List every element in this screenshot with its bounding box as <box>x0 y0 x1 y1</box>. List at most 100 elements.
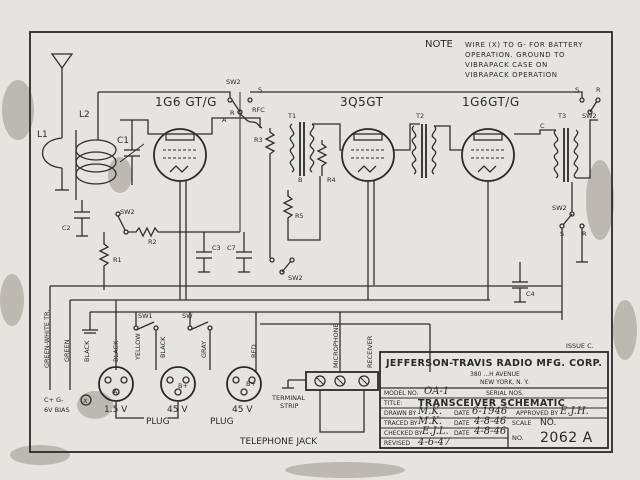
capacitor-c1 <box>119 120 145 185</box>
plug2-pin: B+ <box>178 382 188 390</box>
terminal-strip <box>305 371 379 391</box>
label-sw1-b: SW <box>182 312 193 320</box>
label-l2: L2 <box>79 110 90 120</box>
switch-sw2-center <box>269 257 295 275</box>
wire-color-label: GRAY <box>200 341 208 358</box>
label-r1: R1 <box>113 256 122 264</box>
jack-label-microphone: MICROPHONE <box>332 323 340 368</box>
tube-2 <box>341 128 395 182</box>
bias-terminals: C+ G- X 6V BIAS <box>44 394 92 414</box>
wire-color-label: BLACK <box>159 336 167 358</box>
coil-l1 <box>42 137 69 191</box>
plug3-voltage: 45 V <box>232 405 253 415</box>
traced-value: M.K. <box>417 416 442 427</box>
approved-label: APPROVED BY <box>516 410 558 417</box>
label-c7: C7 <box>227 244 236 252</box>
note-line: WIRE (X) TO G- FOR BATTERY <box>465 41 583 49</box>
label-t2: T2 <box>415 112 424 120</box>
title-block: ISSUE C. JEFFERSON-TRAVIS RADIO MFG. COR… <box>379 342 609 449</box>
terminal-strip-label-2: STRIP <box>280 402 299 410</box>
drawing-number-label: NO. <box>512 434 524 442</box>
label-r3: R3 <box>254 136 263 144</box>
note-line: OPERATION. GROUND TO <box>465 51 565 59</box>
scale-label: SCALE <box>512 420 531 427</box>
label-r-a: R <box>230 109 235 117</box>
terminal-strip-label: TERMINAL <box>271 394 305 402</box>
label-r-b: R <box>596 86 601 94</box>
label-s-a: S <box>258 86 262 94</box>
wire-color-label: GREEN-WHITE TR. <box>43 310 51 368</box>
label-c3: C3 <box>212 244 221 252</box>
plug-label: PLUG <box>146 417 170 427</box>
capacitor-c7 <box>236 232 252 273</box>
traced-date: 4-8-46 <box>473 416 507 427</box>
wire-color-label: YELLOW <box>134 333 142 361</box>
transformer-t2 <box>411 124 437 178</box>
resistor-r5 <box>282 190 294 232</box>
drawn-value: M.K. <box>417 406 442 417</box>
bias-x-mark: X <box>83 397 88 405</box>
plug-label-2: PLUG <box>210 417 234 427</box>
label-s-b: S <box>575 86 579 94</box>
tube-1 <box>153 128 207 182</box>
label-sw2-e: SW2 <box>288 274 303 282</box>
switch-sw2-right-mid <box>559 211 585 229</box>
resistor-r3 <box>264 128 276 160</box>
label-b: B <box>298 176 302 184</box>
capacitor-c3 <box>196 232 212 273</box>
label-r2: R2 <box>148 238 157 246</box>
coil-l2 <box>75 130 117 200</box>
label-sw1: SW1 <box>138 312 153 320</box>
title-label: TITLE: <box>383 400 402 407</box>
model-value: OA-1 <box>424 386 449 397</box>
drawing-number: 2062 A <box>540 430 593 446</box>
label-sw2-d: SW2 <box>120 208 135 216</box>
label-t3: T3 <box>557 112 566 120</box>
tube-label-1: 1G6 GT/G <box>155 95 217 109</box>
paper-stains <box>0 80 637 478</box>
capacitor-c4 <box>512 262 528 303</box>
checked-label: CHECKED BY <box>384 430 423 437</box>
note-block: NOTE WIRE (X) TO G- FOR BATTERY OPERATIO… <box>425 39 583 79</box>
title-value: TRANSCEIVER SCHEMATIC <box>418 398 565 409</box>
resistor-r1 <box>98 232 110 290</box>
label-sw2: SW2 <box>226 78 241 86</box>
approved-value: E.J.H. <box>559 406 589 417</box>
checked-date-label: DATE <box>454 430 470 437</box>
battery-plug-3 <box>226 366 262 402</box>
note-heading: NOTE <box>425 39 453 50</box>
battery-plug-2 <box>160 366 196 402</box>
issue-label: ISSUE C. <box>566 342 594 350</box>
switch-sw1-b <box>187 321 213 331</box>
model-label: MODEL NO. <box>384 390 419 397</box>
drawn-date-label: DATE <box>454 410 470 417</box>
note-line: VIBRAPACK CASE ON <box>465 61 548 69</box>
battery-plug-1 <box>98 366 134 402</box>
plug1-pin: A- <box>113 388 120 396</box>
label-r4: R4 <box>327 176 336 184</box>
address-line-2: NEW YORK, N. Y. <box>480 379 529 386</box>
resistor-r2 <box>128 226 240 238</box>
transformer-t1 <box>289 122 315 176</box>
plug3-pin: B+ <box>246 380 256 388</box>
checked-value: E.J.L. <box>421 426 449 437</box>
bias-terminals-label: C+ G- <box>44 396 64 404</box>
jack-label-receiver: RECEIVER <box>366 335 374 368</box>
transformer-t3 <box>553 128 579 182</box>
company-name: JEFFERSON-TRAVIS RADIO MFG. CORP. <box>385 358 602 369</box>
label-l1: L1 <box>37 130 48 140</box>
bias-label: 6V BIAS <box>44 406 70 414</box>
wire-color-label: RED <box>250 344 258 358</box>
note-line: VIBRAPACK OPERATION <box>465 71 558 79</box>
label-r-c: R <box>582 230 587 238</box>
label-c4: C4 <box>526 290 535 298</box>
drawn-date: 6-1946 <box>472 406 508 417</box>
drawing-border <box>29 31 613 453</box>
capacitor-c2 <box>74 200 90 237</box>
traced-label: TRACED BY <box>383 420 418 427</box>
label-r5: R5 <box>295 212 304 220</box>
revised-value: 4-6-47 <box>417 437 451 448</box>
revised-label: REVISED <box>384 440 410 447</box>
